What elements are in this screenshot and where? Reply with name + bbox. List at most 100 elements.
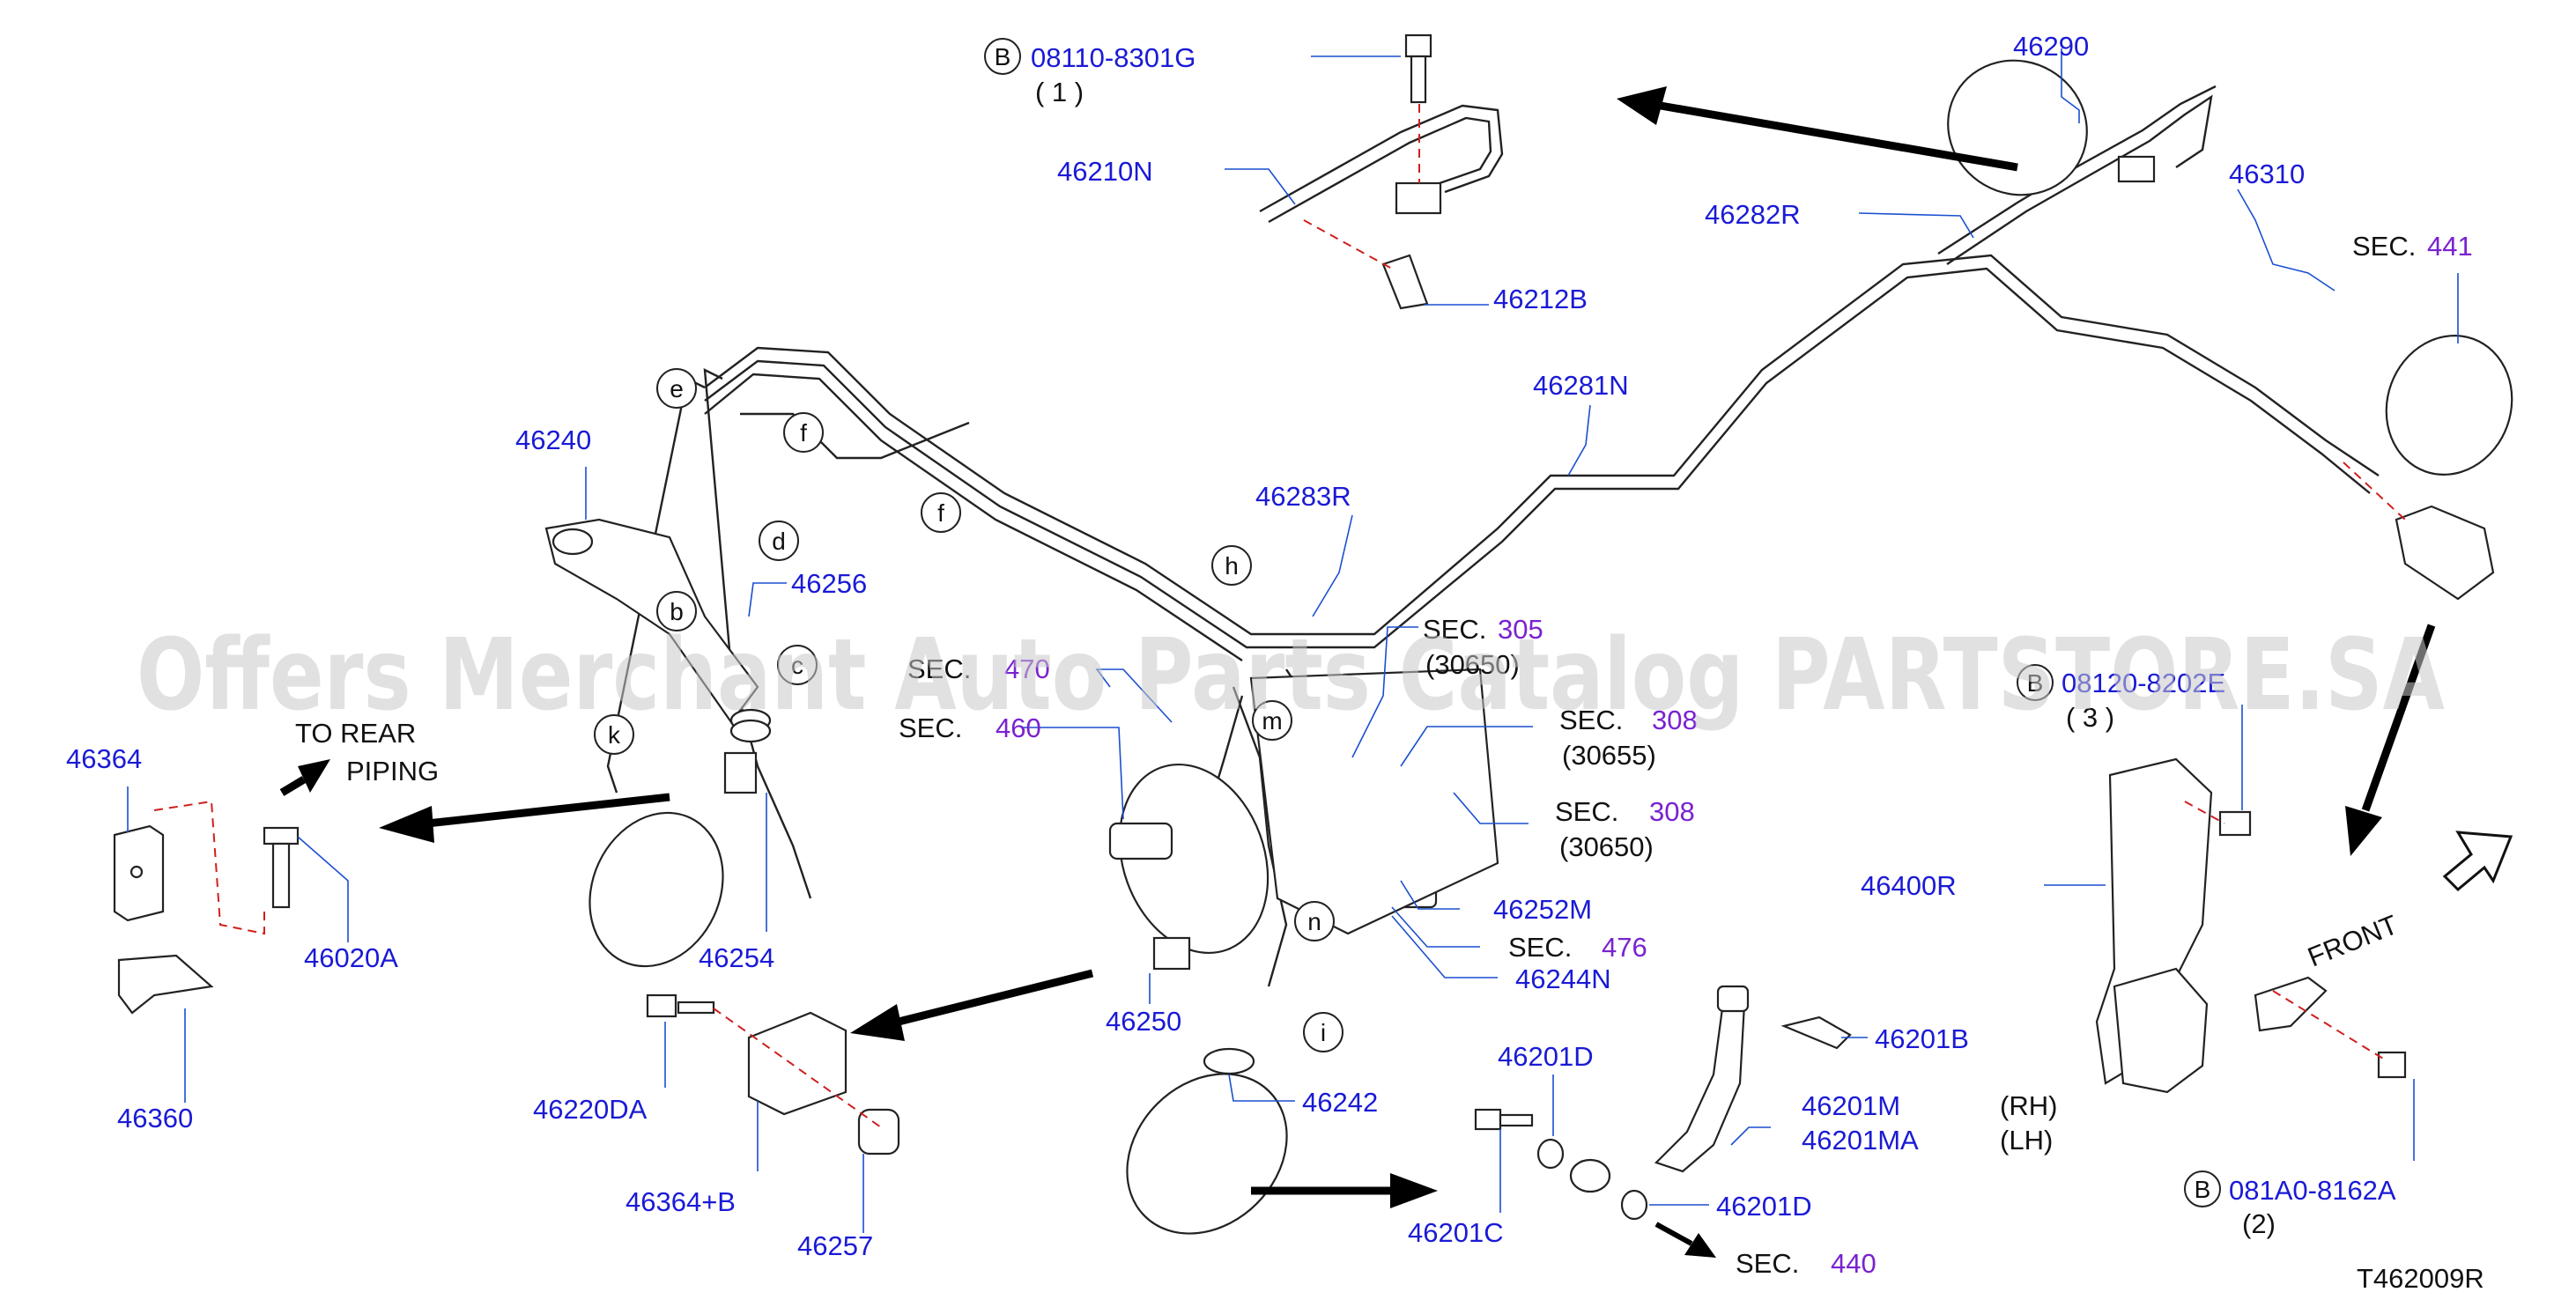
block-port <box>130 865 144 879</box>
label-sec-460-num: 460 <box>996 713 1041 743</box>
label-lh: (LH) <box>2000 1125 2053 1156</box>
arrow-to-left-upper <box>1660 101 2018 172</box>
label-46201D-a: 46201D <box>1498 1041 1594 1072</box>
svg-text:i: i <box>1321 1019 1326 1046</box>
label-qty-1: ( 1 ) <box>1035 77 1084 107</box>
label-sec-470-num: 470 <box>1004 654 1050 684</box>
label-46242: 46242 <box>1302 1087 1378 1118</box>
label-46201C: 46201C <box>1408 1217 1504 1248</box>
label-front: FRONT <box>2304 909 2402 972</box>
callout-n: n <box>1294 901 1335 941</box>
label-46400R: 46400R <box>1861 870 1957 901</box>
label-sec-441-num: 441 <box>2427 231 2473 262</box>
label-sec-441-word: SEC. <box>2352 231 2416 262</box>
arrow-to-sec440 <box>1654 1222 1693 1246</box>
bolt-46020A <box>263 826 300 845</box>
label-46240: 46240 <box>515 425 591 455</box>
label-46364: 46364 <box>66 743 142 774</box>
clip-46212B <box>1381 254 1429 310</box>
label-sec-305-num: 305 <box>1498 614 1543 645</box>
arrowhead-rear <box>379 806 434 843</box>
bolt-marker-08120: B <box>2017 664 2054 701</box>
label-to-rear-2: PIPING <box>346 756 439 786</box>
front-hollow-arrow <box>2442 831 2513 892</box>
arrow-to-rear-piping <box>426 793 670 828</box>
bolt-marker-081A0: B <box>2184 1170 2221 1207</box>
label-sec-308a-word: SEC. <box>1559 705 1623 735</box>
engine-bracket <box>1249 668 1499 935</box>
junction-block-46364b <box>747 1011 848 1116</box>
arrowhead-to-rear <box>298 759 330 793</box>
callout-k: k <box>594 714 634 755</box>
rear-caliper-piece <box>2395 505 2495 601</box>
callout-c: c <box>777 645 818 685</box>
watermark-text: Offers Merchant Auto Parts Catalog PARTS… <box>137 618 2445 733</box>
bolt-marker-08110: B <box>984 38 1021 75</box>
label-46244N: 46244N <box>1515 964 1611 994</box>
svg-text:d: d <box>772 528 786 555</box>
left-front-disc <box>588 811 724 968</box>
caliper-body <box>2113 967 2209 1094</box>
arrowhead-caliper <box>2345 806 2382 856</box>
callout-circles: e f f d b c k h m n i B B B <box>594 38 2221 1207</box>
master-cylinder <box>1108 822 1173 860</box>
bolt-46220DA <box>646 993 677 1018</box>
label-qty-2: (2) <box>2242 1208 2276 1239</box>
label-to-rear-1: TO REAR <box>295 718 416 749</box>
clamp-46242 <box>1203 1047 1255 1075</box>
junction-46254 <box>723 751 758 794</box>
callout-f-1: f <box>783 412 824 453</box>
label-08110-8301G: 08110-8301G <box>1031 42 1195 73</box>
svg-text:e: e <box>670 375 684 402</box>
washer-46201D-a <box>1536 1138 1565 1170</box>
arrowhead-junction <box>850 1004 905 1041</box>
label-46201B: 46201B <box>1875 1023 1969 1054</box>
label-46360: 46360 <box>117 1103 193 1133</box>
label-46254: 46254 <box>699 942 774 973</box>
label-46283R: 46283R <box>1255 481 1351 512</box>
label-qty-3: ( 3 ) <box>2066 702 2114 733</box>
clip-46201B <box>1780 1015 1852 1050</box>
arrowhead-bolt <box>1390 1173 1438 1208</box>
label-46220DA: 46220DA <box>533 1094 648 1125</box>
label-46201D-b: 46201D <box>1716 1191 1812 1222</box>
label-sec-440-word: SEC. <box>1736 1248 1799 1279</box>
svg-text:f: f <box>937 499 944 527</box>
label-46020A: 46020A <box>304 942 398 973</box>
bolt-46201C <box>1474 1108 1502 1131</box>
label-46290: 46290 <box>2013 31 2089 62</box>
part-shapes <box>113 33 2513 1235</box>
callout-b: b <box>656 591 697 631</box>
arrow-to-caliper <box>2361 624 2436 812</box>
label-46210N: 46210N <box>1057 156 1153 187</box>
label-sec-308b-num: 308 <box>1649 796 1695 827</box>
label-30650: (30650) <box>1559 831 1654 862</box>
callout-i: i <box>1303 1012 1344 1052</box>
label-30655: (30655) <box>1562 740 1656 771</box>
label-46256: 46256 <box>791 568 867 599</box>
arrowhead-upper <box>1617 86 1667 125</box>
svg-text:n: n <box>1307 908 1321 935</box>
coil-46256b <box>729 719 772 743</box>
label-sec-460-word: SEC. <box>899 713 962 743</box>
bolt-081A0 <box>2377 1051 2407 1079</box>
label-sec-470-word: SEC. <box>907 654 971 684</box>
dashed-guides <box>153 104 2406 1128</box>
bolt-46201C-shank <box>1499 1113 1534 1127</box>
label-sec-440-num: 440 <box>1831 1248 1876 1279</box>
label-46250: 46250 <box>1106 1006 1181 1037</box>
part-number-labels: 08110-8301G ( 1 ) 46290 46210N 46310 462… <box>66 31 2484 1294</box>
hose-fitting <box>1716 985 1750 1013</box>
svg-text:k: k <box>608 721 621 749</box>
block-46310 <box>2117 155 2156 183</box>
front-center-disc <box>1126 1073 1288 1235</box>
hose-eye <box>1569 1158 1611 1193</box>
bracket-46360 <box>117 954 214 1015</box>
callout-h: h <box>1211 545 1252 586</box>
label-sec-308a-num: 308 <box>1652 705 1698 735</box>
label-46201MA: 46201MA <box>1802 1125 1919 1156</box>
direction-arrows <box>279 86 2513 1258</box>
label-sec-476-word: SEC. <box>1508 932 1572 963</box>
bolt-08120 <box>2218 810 2252 837</box>
diagram-code: T462009R <box>2357 1263 2484 1294</box>
